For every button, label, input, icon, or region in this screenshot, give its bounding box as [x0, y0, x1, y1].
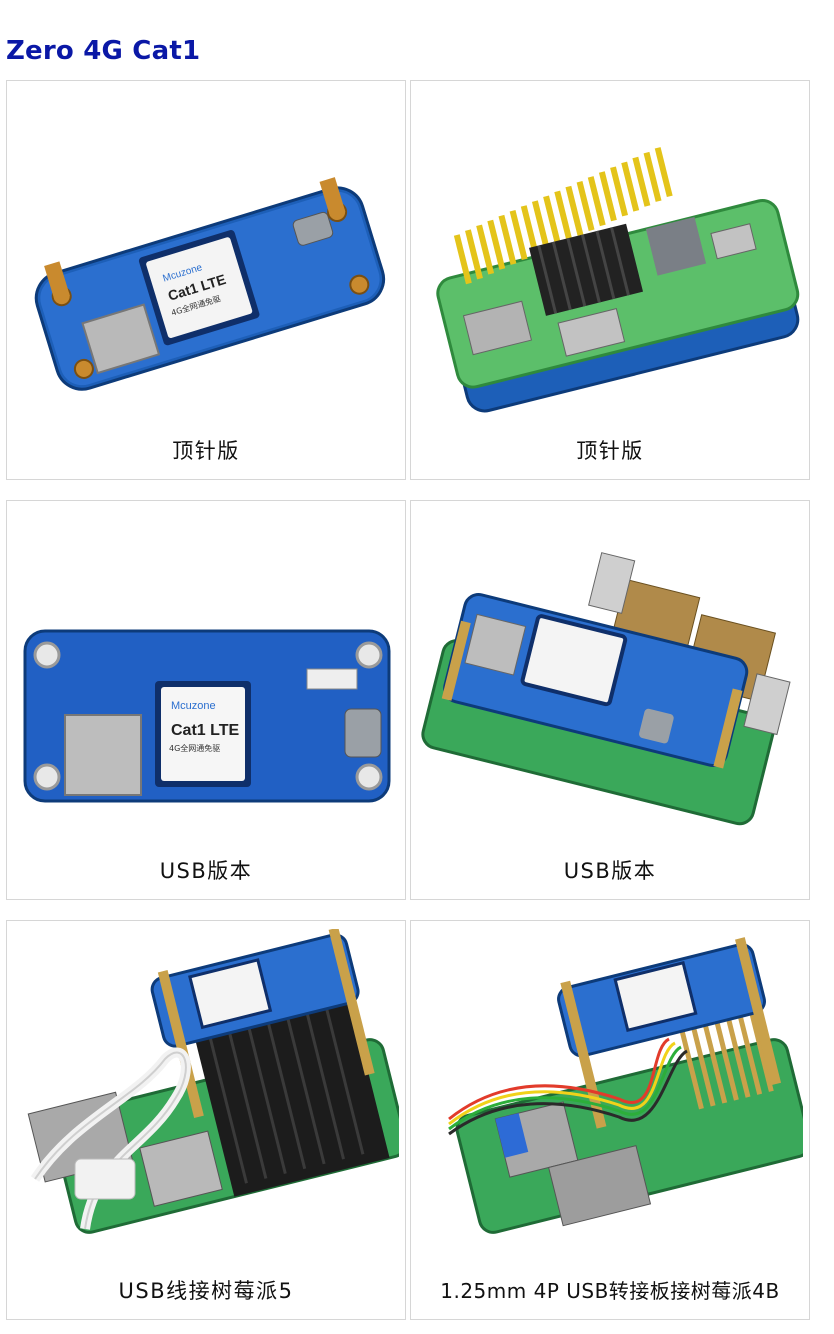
product-card: USB版本	[410, 500, 810, 900]
product-card: Mcuzone Cat1 LTE 4G全网通免驱 顶针版	[6, 80, 406, 480]
product-caption: 顶针版	[172, 439, 240, 463]
product-caption: USB线接树莓派5	[118, 1279, 294, 1303]
product-card: Mcuzone Cat1 LTE 4G全网通免驱 USB版本	[6, 500, 406, 900]
module-name-text: Cat1 LTE	[171, 722, 239, 739]
module-sub-text: 4G全网通免驱	[169, 743, 220, 753]
product-card: 顶针版	[410, 80, 810, 480]
product-card: 1.25mm 4P USB转接板接树莓派4B	[410, 920, 810, 1320]
product-card: USB线接树莓派5	[6, 920, 406, 1320]
product-photo	[15, 929, 399, 1269]
product-photo: Mcuzone Cat1 LTE 4G全网通免驱	[15, 89, 397, 429]
product-caption: 顶针版	[576, 439, 644, 463]
product-photo	[419, 509, 801, 849]
page-title: Zero 4G Cat1	[6, 36, 201, 66]
product-caption: USB版本	[563, 859, 657, 883]
product-caption: USB版本	[159, 859, 253, 883]
product-caption: 1.25mm 4P USB转接板接树莓派4B	[440, 1279, 780, 1303]
product-photo: Mcuzone Cat1 LTE 4G全网通免驱	[15, 509, 397, 849]
module-brand-text: Mcuzone	[171, 700, 216, 712]
product-photo	[419, 929, 803, 1269]
product-photo	[419, 89, 801, 429]
